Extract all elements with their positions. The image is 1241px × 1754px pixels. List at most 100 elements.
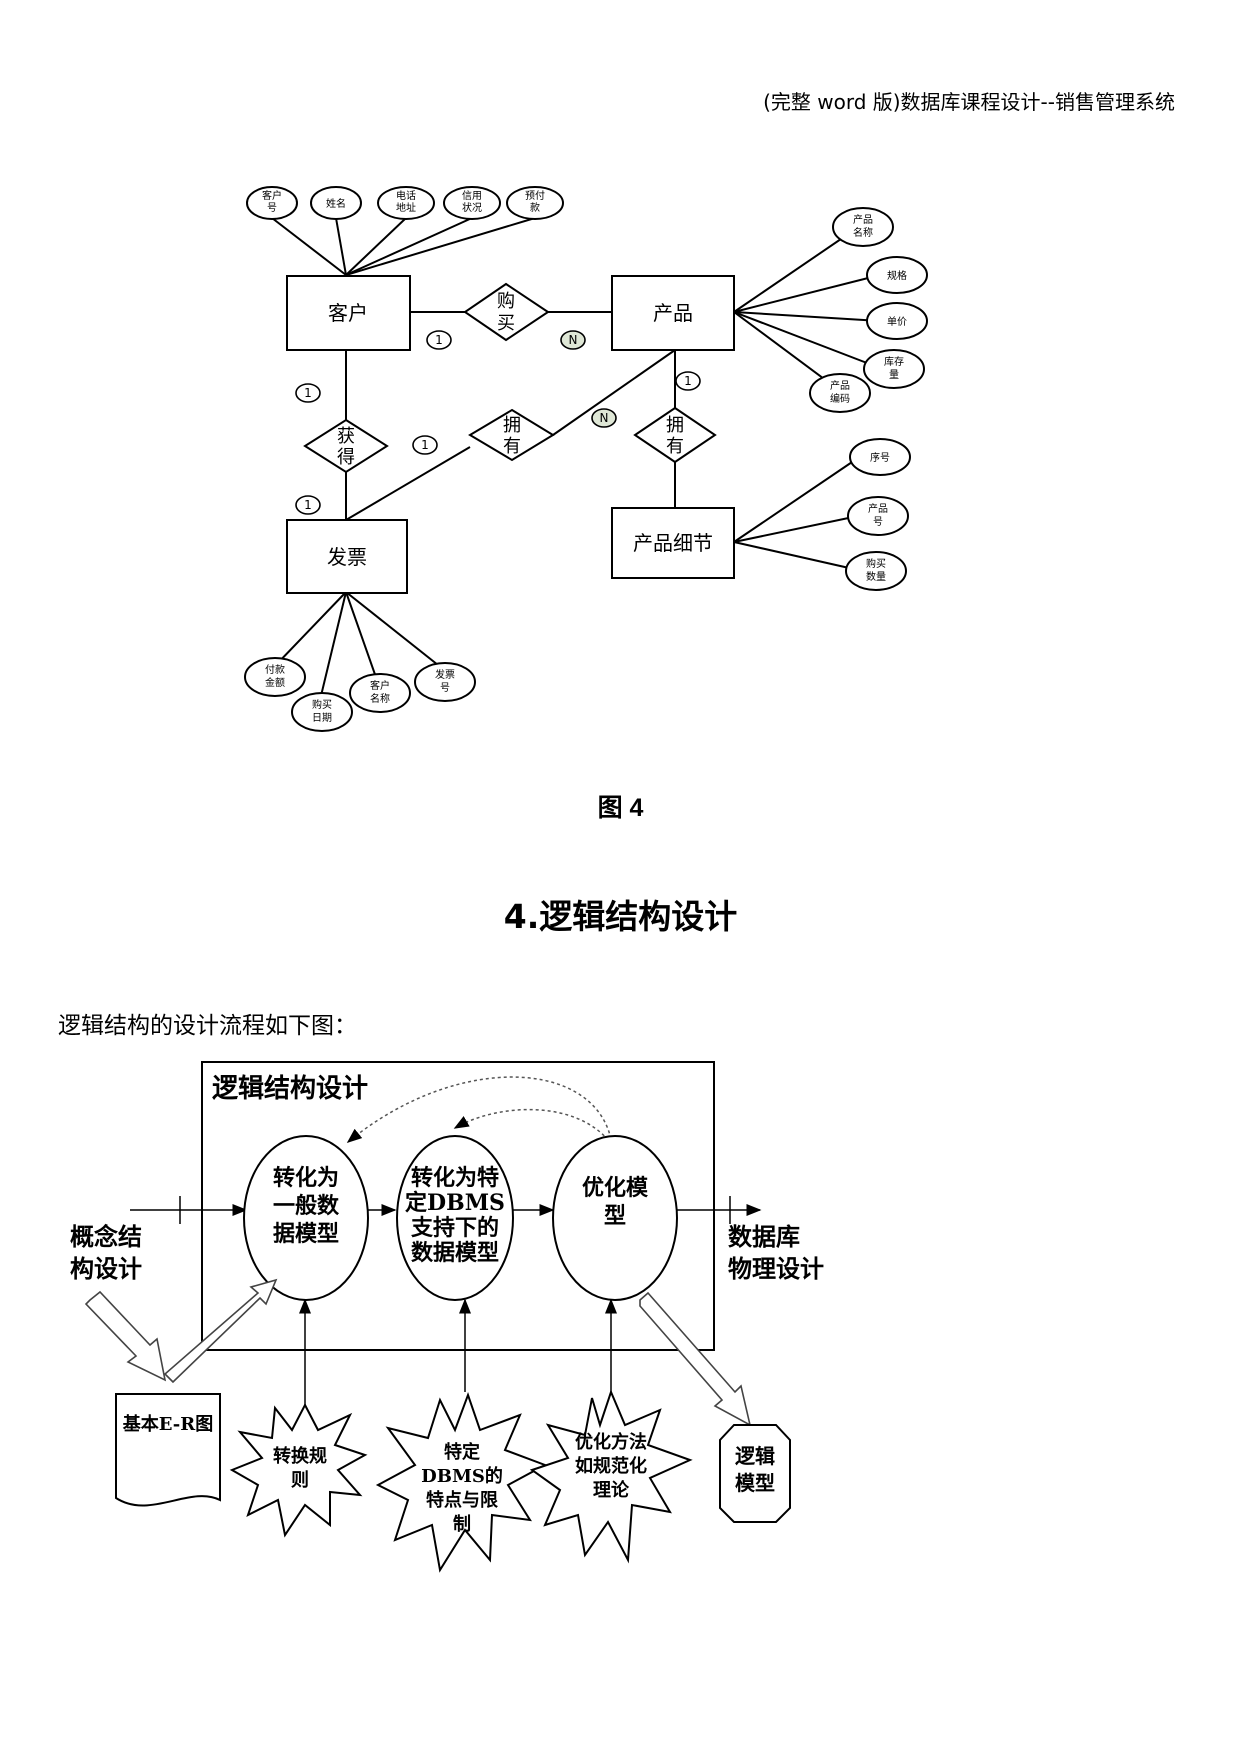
attr-prepaid — [506, 186, 564, 220]
attr-label: 产品 — [868, 502, 888, 515]
entity-customer-box — [286, 275, 411, 351]
attr-label: 信用 — [462, 190, 482, 202]
flow-frame — [201, 1061, 715, 1351]
attr-label: 付款 — [265, 663, 285, 676]
entity-customer-label: 客户 — [328, 301, 368, 325]
result-octagon — [719, 1424, 791, 1523]
attr-pay-amount — [244, 657, 306, 697]
attr-buy-date — [291, 692, 353, 732]
step2-label: 支持下的 — [411, 1215, 499, 1241]
attr-buy-qty — [845, 551, 907, 591]
attr-label: 姓名 — [326, 197, 346, 210]
relation-own1-label: 拥 — [503, 415, 521, 436]
hollow-arrow-in — [84, 1290, 167, 1382]
star-rules — [229, 1402, 368, 1538]
step1-label: 转化为 — [273, 1165, 339, 1191]
section-title: 4.逻辑结构设计 — [503, 897, 738, 936]
flow-box-title: 逻辑结构设计 — [212, 1074, 368, 1104]
relation-get-label: 得 — [337, 447, 355, 468]
er-document-label: 基本E-R图 — [122, 1413, 213, 1435]
entity-product-label: 产品 — [653, 301, 693, 325]
card-buy-1 — [426, 330, 452, 350]
step2-label: 转化为特 — [411, 1165, 499, 1191]
attr-label: 名称 — [853, 226, 873, 239]
entity-invoice-box — [286, 519, 408, 594]
attr-label: 发票 — [435, 668, 455, 681]
card-buy-n — [560, 330, 586, 350]
relation-own1-label: 有 — [503, 436, 521, 457]
attr-label: 款 — [530, 201, 540, 214]
attr-product-no — [847, 496, 909, 536]
card-own1-1 — [412, 435, 438, 455]
step2-ellipse — [396, 1135, 514, 1301]
attr-label: 电话 — [396, 189, 416, 202]
attr-label: 号 — [440, 682, 450, 694]
star-rules-label: 则 — [291, 1469, 309, 1491]
entity-product-detail-box — [611, 507, 735, 579]
attr-invoice-no — [414, 662, 476, 702]
attr-label: 购买 — [312, 698, 332, 711]
star-dbms-label: 特点与限 — [426, 1489, 499, 1511]
attr-label: 购买 — [866, 557, 886, 570]
attr-credit — [443, 186, 501, 220]
attr-label: 号 — [267, 202, 277, 214]
step3-ellipse — [552, 1135, 678, 1301]
left-input-label: 概念结 — [70, 1222, 142, 1251]
star-optimize-label: 理论 — [593, 1479, 630, 1501]
attr-stock — [863, 349, 925, 389]
attr-seq-no — [849, 438, 911, 476]
star-dbms-label: 特定 — [444, 1441, 480, 1463]
star-optimize — [529, 1389, 693, 1564]
star-dbms-label: DBMS的 — [421, 1465, 503, 1487]
relation-get-diamond — [303, 418, 389, 474]
page-header: (完整 word 版)数据库课程设计--销售管理系统 — [763, 90, 1175, 114]
result-label: 逻辑 — [735, 1444, 775, 1468]
attr-label: 金额 — [265, 676, 285, 689]
relation-buy-diamond — [463, 282, 550, 342]
card-own2-1 — [675, 371, 701, 391]
relation-own2-diamond — [633, 406, 717, 464]
er-document-shape — [115, 1393, 221, 1507]
relation-own1-diamond — [468, 408, 555, 462]
star-optimize-label: 优化方法 — [575, 1431, 647, 1453]
figure-caption: 图 4 — [597, 794, 644, 822]
attr-product-name — [832, 207, 894, 247]
right-output-label: 物理设计 — [728, 1254, 824, 1283]
result-label: 模型 — [735, 1471, 775, 1495]
card-label: 1 — [435, 333, 443, 347]
card-label: 1 — [304, 386, 312, 400]
card-label: 1 — [421, 438, 429, 452]
relation-buy-label: 购 — [497, 291, 515, 312]
attr-label: 名称 — [370, 692, 390, 705]
attr-label: 量 — [889, 369, 899, 381]
attr-label: 编码 — [830, 392, 850, 405]
step3-label: 优化模 — [582, 1175, 649, 1201]
card-label: N — [600, 411, 609, 425]
attr-label: 库存 — [884, 355, 904, 368]
card-label: 1 — [684, 374, 692, 388]
attr-customer-id — [246, 186, 298, 220]
attr-label: 号 — [873, 516, 883, 528]
relation-buy-label: 买 — [497, 313, 515, 334]
hollow-arrow-up — [163, 1278, 278, 1384]
attr-label: 地址 — [396, 201, 416, 214]
entity-product-detail-label: 产品细节 — [633, 531, 713, 555]
relation-get-label: 获 — [337, 426, 355, 447]
step2-label: 数据模型 — [411, 1240, 499, 1266]
card-own1-n — [591, 408, 617, 428]
feedback-arrow-1 — [346, 1076, 613, 1146]
step1-label: 一般数 — [273, 1193, 340, 1219]
attr-label: 日期 — [312, 712, 332, 724]
star-rules-label: 转换规 — [273, 1445, 327, 1467]
card-get-bottom — [295, 495, 321, 515]
attr-product-code — [809, 373, 871, 413]
relation-own2-label: 拥 — [666, 415, 684, 436]
hollow-arrow-out — [639, 1291, 752, 1427]
attr-spec — [866, 256, 928, 294]
feedback-arrow-2 — [453, 1108, 613, 1146]
attr-label: 客户 — [370, 679, 390, 692]
attr-phone-address — [377, 186, 435, 220]
attr-label: 数量 — [866, 570, 886, 583]
